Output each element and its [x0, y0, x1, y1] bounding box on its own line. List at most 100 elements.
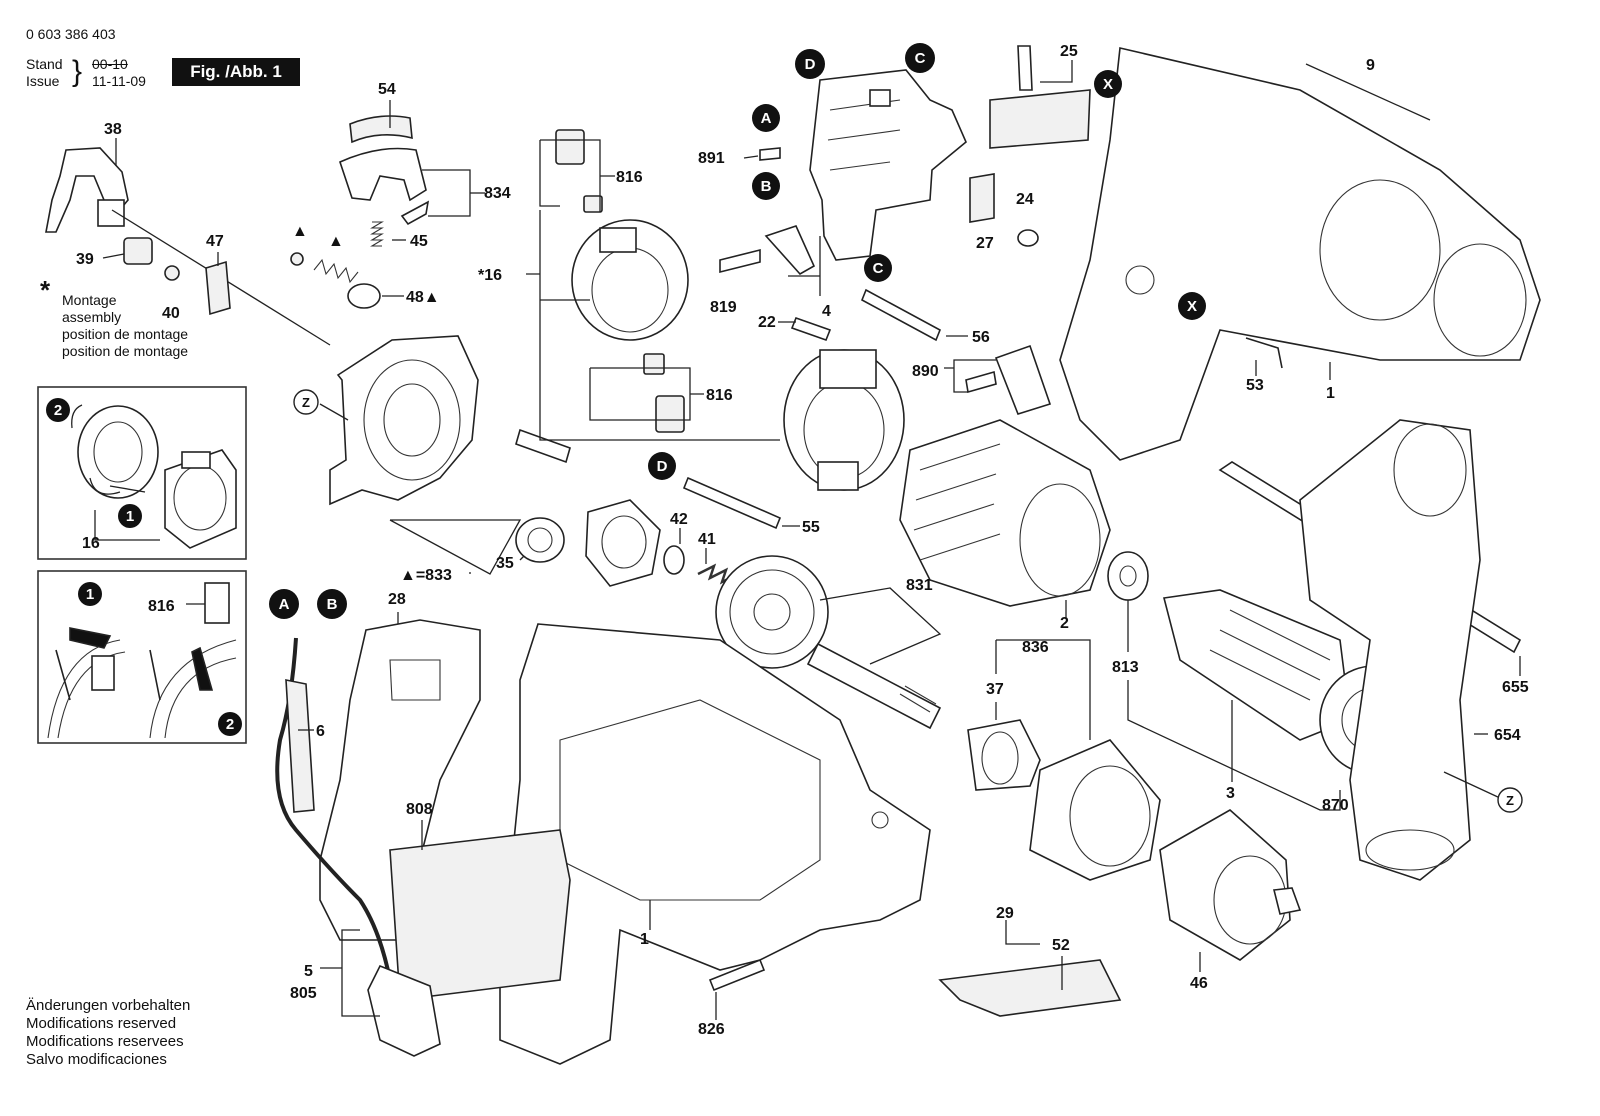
- part-label: 813: [1112, 659, 1139, 676]
- spring-48: [313, 258, 359, 284]
- badge-z: [1497, 787, 1523, 813]
- brush-holder-upper: [571, 219, 689, 341]
- part-label: 40: [162, 305, 180, 322]
- inset-box-brush-insert: [37, 570, 247, 744]
- brush-holder-lower: [783, 349, 905, 491]
- badge-c-text: C: [915, 50, 926, 67]
- badge-x: [1178, 292, 1206, 320]
- badge-z-text: Z: [1506, 793, 1514, 808]
- stand-label: Stand: [26, 56, 63, 72]
- part-label: 870: [1322, 797, 1349, 814]
- part-label: 46: [1190, 975, 1208, 992]
- footer-line: Salvo modificaciones: [26, 1051, 167, 1068]
- part-label: 48▲: [406, 289, 440, 306]
- connector-56: [860, 288, 942, 342]
- badge-c-text: C: [873, 260, 884, 277]
- part-label: 29: [996, 905, 1014, 922]
- inset-box-brush-plate: [37, 386, 247, 560]
- assembly-note-line: position de montage: [62, 343, 189, 359]
- badge-a-text: A: [279, 596, 290, 613]
- spring-45: [370, 221, 384, 247]
- part-label: 4: [822, 303, 831, 320]
- assembly-asterisk: *: [40, 275, 51, 305]
- spindle-shaft: [806, 642, 942, 730]
- part-number: 0 603 386 403: [26, 26, 116, 42]
- badge-c: [864, 254, 892, 282]
- part-label: 831: [906, 577, 933, 594]
- badge-b-text: B: [761, 178, 772, 195]
- part-label: 53: [1246, 377, 1264, 394]
- screw-890: [965, 370, 997, 394]
- bushing-48: [347, 283, 381, 309]
- issue-label: Issue: [26, 73, 60, 89]
- part-label: 816: [616, 169, 643, 186]
- inset-brush-plate-drawing: [71, 404, 237, 549]
- carbon-brush: [583, 195, 603, 213]
- part-label: 41: [698, 531, 716, 548]
- field-stator: [899, 419, 1111, 607]
- part-label: 2: [1060, 615, 1069, 632]
- carbon-brush: [643, 353, 665, 375]
- carbon-brush: [555, 129, 585, 165]
- badge-d-text: D: [657, 458, 668, 475]
- part-label: 25: [1060, 43, 1078, 60]
- needle-bearing-35: [515, 517, 565, 563]
- badge-a: [752, 104, 780, 132]
- badge-step-text: 1: [86, 586, 94, 603]
- assembly-note-line: position de montage: [62, 326, 189, 342]
- assembly-note-line: assembly: [62, 309, 122, 325]
- washer-42: [663, 545, 685, 575]
- badge-d-text: D: [805, 56, 816, 73]
- part-labels: 38 39 40 47 54 834 45 48▲ 16 *16 816 816…: [76, 43, 1529, 1038]
- footer-line: Modifications reserved: [26, 1015, 177, 1032]
- bolt: [515, 428, 571, 464]
- drill-chuck: [1159, 809, 1302, 961]
- part-label: 6: [316, 723, 325, 740]
- part-label: 805: [290, 985, 317, 1002]
- badge-b: [317, 589, 347, 619]
- part-label: 52: [1052, 937, 1070, 954]
- part-label: 39: [76, 251, 94, 268]
- badge-x-text: X: [1187, 298, 1197, 315]
- spring-clip: [400, 200, 430, 226]
- part-label: 816: [706, 387, 733, 404]
- badge-b-text: B: [327, 596, 338, 613]
- cover-clip: [339, 147, 427, 202]
- part-label: 47: [206, 233, 224, 250]
- auxiliary-handle: [1218, 419, 1522, 881]
- part-label: 834: [484, 185, 511, 202]
- spring-53: [1245, 337, 1283, 369]
- part-label: 9: [1366, 57, 1375, 74]
- footer-line: Modifications reservees: [26, 1033, 184, 1050]
- washer-24: [1017, 229, 1039, 247]
- switch-lock: [205, 260, 231, 316]
- part-label: 56: [972, 329, 990, 346]
- trigger-pad: [123, 237, 153, 265]
- cable-sleeve: [285, 679, 315, 813]
- figure-badge: Fig. /Abb. 1: [172, 58, 300, 86]
- bearing-plate: [319, 335, 479, 506]
- part-label: 1: [1326, 385, 1335, 402]
- part-label: 819: [710, 299, 737, 316]
- part-label: 55: [802, 519, 820, 536]
- small-ball: [164, 265, 180, 281]
- badge-b: [752, 172, 780, 200]
- part-label: 655: [1502, 679, 1529, 696]
- badge-d: [795, 49, 825, 79]
- cover-plate: [349, 115, 413, 144]
- part-label: 3: [1226, 785, 1235, 802]
- part-label: 5: [304, 963, 313, 980]
- part-label: 1: [640, 931, 649, 948]
- inset-brush-insert-drawing: [47, 582, 237, 739]
- switch-button: [989, 89, 1091, 149]
- label-808: [389, 829, 571, 1001]
- cover-plate-52: [938, 959, 1122, 1017]
- screw-22: [790, 316, 832, 342]
- footer-line: Änderungen vorbehalten: [26, 997, 191, 1014]
- switch-module: [809, 69, 967, 261]
- part-label: 42: [670, 511, 688, 528]
- brace: }: [72, 55, 83, 88]
- badge-step-text: 1: [126, 508, 134, 525]
- assembly-note-line: Montage: [62, 292, 117, 308]
- cable-clamp: [764, 225, 816, 276]
